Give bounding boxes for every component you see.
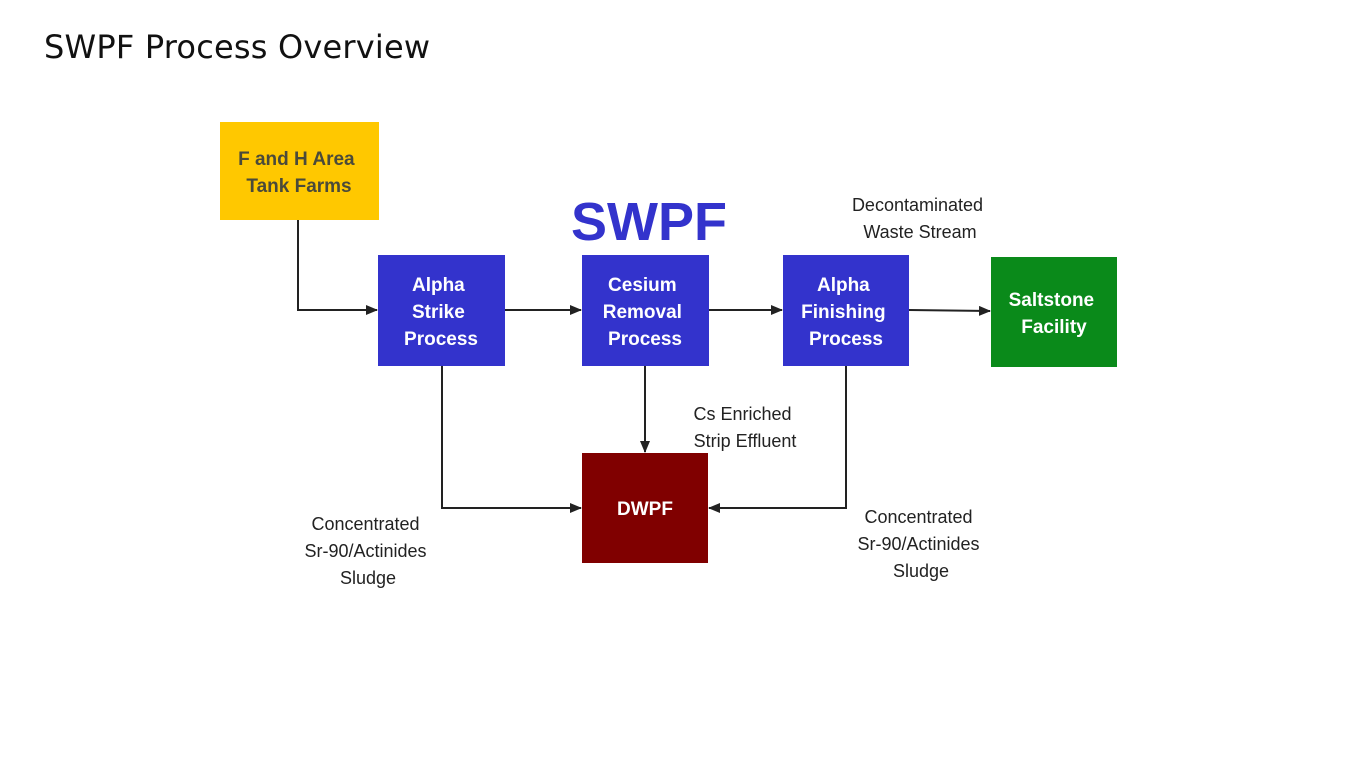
node-alpha-finishing-label: Alpha Finishing Process: [801, 275, 891, 350]
slide-title: SWPF Process Overview: [44, 28, 431, 66]
note-sludge-right-line-1: Concentrated: [864, 507, 972, 527]
arrow-alphafinishing-to-dwpf: [708, 366, 847, 513]
node-cesium-removal: Cesium Removal Process: [582, 255, 709, 366]
node-cesium-removal-label: Cesium Removal Process: [603, 275, 687, 350]
node-alpha-finishing-box: [783, 255, 909, 366]
node-saltstone-line-1: Saltstone: [1009, 290, 1095, 311]
note-decontaminated-line-1: Decontaminated: [852, 195, 983, 215]
node-alpha-strike-box: [378, 255, 505, 366]
node-alpha-strike-line-3: Process: [404, 329, 478, 350]
arrow-alphafinishing-to-saltstone: [908, 305, 991, 316]
node-saltstone: Saltstone Facility: [991, 257, 1117, 367]
node-dwpf: DWPF: [582, 453, 708, 563]
note-cs-enriched-line-2: Strip Effluent: [694, 431, 797, 451]
node-alpha-strike-label: Alpha Strike Process: [404, 275, 478, 350]
note-sludge-left-line-1: Concentrated: [311, 514, 419, 534]
node-cesium-removal-line-3: Process: [608, 329, 682, 350]
node-tank-farms-line-2: Tank Farms: [246, 176, 351, 197]
node-tank-farms-label: F and H Area Tank Farms: [238, 149, 360, 197]
node-alpha-finishing-line-2: Finishing: [801, 302, 885, 323]
note-cs-enriched-strip-effluent: Cs Enriched Strip Effluent: [693, 404, 796, 451]
arrow-tankfarms-to-alphastrike: [297, 220, 378, 315]
node-dwpf-line-1: DWPF: [617, 499, 673, 520]
node-tank-farms-line-1: F and H Area: [238, 149, 355, 170]
node-alpha-finishing: Alpha Finishing Process: [783, 255, 909, 366]
note-sludge-right-line-2: Sr-90/Actinides: [857, 534, 979, 554]
node-tank-farms: F and H Area Tank Farms: [220, 122, 379, 220]
node-saltstone-label: Saltstone Facility: [1009, 290, 1100, 338]
node-tank-farms-box: [220, 122, 379, 220]
node-alpha-strike-line-1: Alpha: [412, 275, 465, 296]
node-saltstone-box: [991, 257, 1117, 367]
note-sludge-right: Concentrated Sr-90/Actinides Sludge: [857, 507, 984, 581]
swpf-label: SWPF: [571, 192, 727, 252]
node-saltstone-line-2: Facility: [1021, 317, 1087, 338]
note-sludge-right-line-3: Sludge: [893, 561, 949, 581]
note-cs-enriched-line-1: Cs Enriched: [693, 404, 791, 424]
note-decontaminated-line-2: Waste Stream: [863, 222, 976, 242]
node-cesium-removal-line-1: Cesium: [608, 275, 677, 296]
node-cesium-removal-line-2: Removal: [603, 302, 682, 323]
node-alpha-strike-line-2: Strike: [412, 302, 465, 323]
note-sludge-left-line-3: Sludge: [340, 568, 396, 588]
node-dwpf-label: DWPF: [617, 499, 673, 520]
node-alpha-finishing-line-3: Process: [809, 329, 883, 350]
node-dwpf-box: [582, 453, 708, 563]
note-decontaminated-waste-stream: Decontaminated Waste Stream: [852, 195, 988, 242]
note-sludge-left-line-2: Sr-90/Actinides: [304, 541, 426, 561]
node-cesium-removal-box: [582, 255, 709, 366]
note-sludge-left: Concentrated Sr-90/Actinides Sludge: [304, 514, 431, 588]
node-alpha-strike: Alpha Strike Process: [378, 255, 505, 366]
node-alpha-finishing-line-1: Alpha: [817, 275, 870, 296]
arrow-alphastrike-to-dwpf: [441, 366, 582, 513]
connectors: [297, 220, 991, 513]
